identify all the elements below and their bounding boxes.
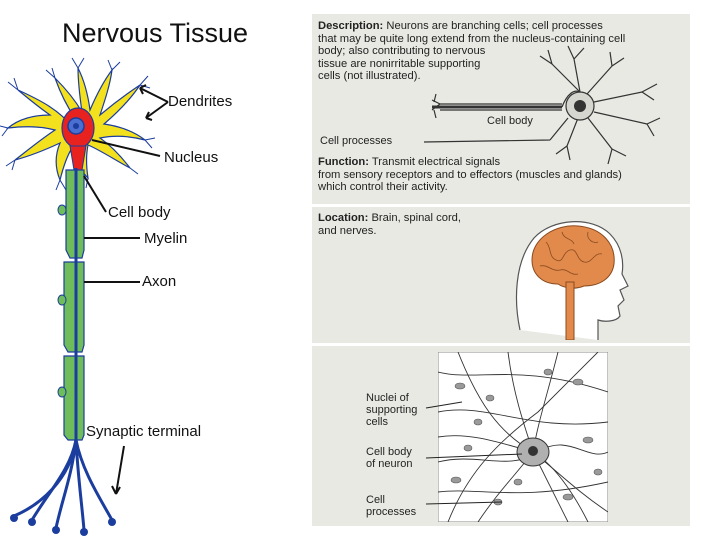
location-text: Location: Brain, spinal cord, and nerves… [318, 212, 518, 237]
synaptic-terminal-shape [13, 439, 114, 531]
myelin-shape [63, 169, 85, 441]
description-line1: Neurons are branching cells; cell proces… [386, 20, 603, 32]
function-text: Function: Transmit electrical signals fr… [318, 156, 688, 194]
label-nuclei-supporting-cells: Nuclei of supporting cells [366, 392, 417, 428]
nuclei-line1: Nuclei of [366, 392, 409, 404]
brain-shape [531, 225, 615, 289]
description-panel [312, 14, 690, 204]
description-line5: cells (not illustrated). [318, 70, 421, 83]
location-line1: Brain, spinal cord, [371, 212, 461, 224]
small-label-cell-processes: Cell processes [320, 135, 393, 147]
cellbody-line2: of neuron [366, 458, 413, 470]
neuron-diagram-small [423, 45, 661, 165]
label-dendrites: Dendrites [168, 93, 233, 110]
function-line1: Transmit electrical signals [371, 156, 501, 168]
description-text: Description: Neurons are branching cells… [318, 20, 688, 83]
description-line3: body; also contributing to nervous [318, 45, 486, 58]
processes-line1: Cell [366, 494, 385, 506]
function-heading: Function: [318, 156, 369, 168]
label-axon: Axon [142, 273, 177, 290]
description-line4: tissue are nonirritable supporting [318, 57, 481, 70]
label-synaptic-terminal: Synaptic terminal [86, 423, 202, 440]
label-cell-body-of-neuron: Cell body of neuron [366, 446, 412, 470]
location-heading: Location: [318, 212, 369, 224]
location-panel [312, 207, 690, 343]
description-line2: that may be quite long extend from the n… [318, 32, 626, 45]
page-title: Nervous Tissue [62, 18, 249, 48]
neuron-illustration [0, 57, 169, 536]
label-myelin: Myelin [144, 230, 188, 247]
micrograph-image [438, 352, 608, 522]
brain-head-illustration [515, 221, 629, 340]
nuclei-line2: supporting [366, 404, 418, 416]
function-line3: which control their activity. [318, 181, 448, 194]
small-label-cell-body: Cell body [487, 115, 533, 127]
spinal-cord-shape [565, 281, 575, 340]
location-line2: and nerves. [318, 224, 377, 237]
label-cell-body: Cell body [108, 204, 171, 221]
cellbody-line1: Cell body [366, 446, 412, 458]
description-heading: Description: [318, 20, 384, 32]
label-nucleus: Nucleus [164, 149, 219, 166]
function-line2: from sensory receptors and to effectors … [318, 168, 622, 181]
nuclei-line3: cells [366, 416, 389, 428]
processes-line2: processes [366, 506, 417, 518]
label-cell-processes-micrograph: Cell processes [366, 494, 416, 518]
micrograph-pointer-lines [425, 401, 523, 505]
